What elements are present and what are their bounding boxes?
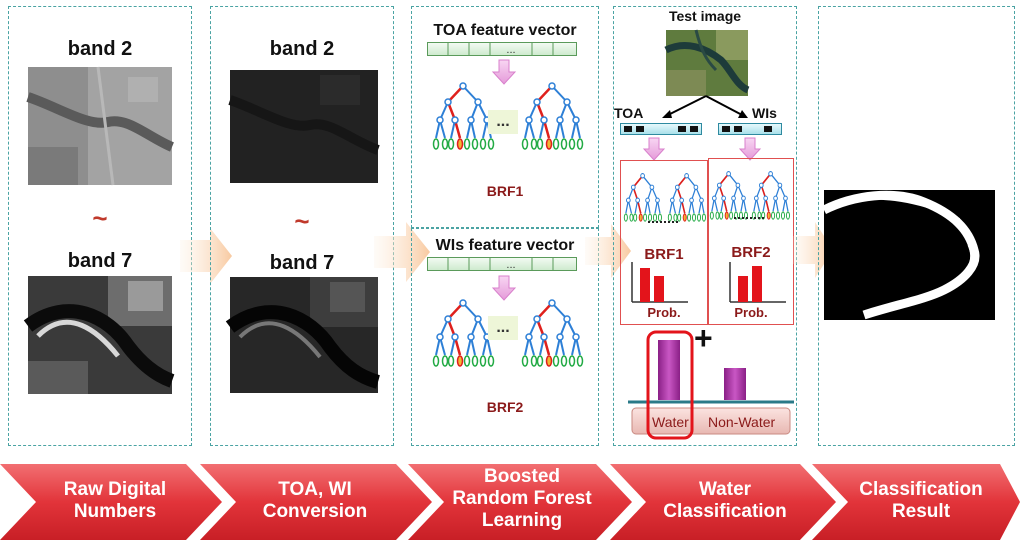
stage-classification-result: Classification Result bbox=[836, 479, 1006, 523]
test-image-label: Test image bbox=[668, 8, 742, 24]
pink-down-arrow-wis bbox=[738, 137, 762, 161]
stage-1-line-2: Numbers bbox=[73, 501, 157, 522]
stage-water-classification: Water Classification bbox=[640, 479, 810, 523]
brf1-ellipsis-box: ... bbox=[488, 110, 518, 134]
stage-chevron-5 bbox=[812, 464, 1020, 540]
stage-4-line-2: Classification bbox=[663, 501, 787, 522]
svg-text:...: ... bbox=[496, 319, 509, 336]
non-water-label: Non-Water bbox=[708, 414, 776, 430]
stage-1-line-1: Raw Digital bbox=[63, 479, 167, 500]
brf1-dotted-line bbox=[648, 221, 678, 223]
band-2-label-converted: band 2 bbox=[269, 38, 335, 60]
stage-2-line-1: TOA, WI bbox=[278, 479, 352, 500]
stage-chevron-1 bbox=[0, 464, 222, 540]
plus-sign: + bbox=[694, 320, 713, 356]
stage-toa-wi-conversion: TOA, WI Conversion bbox=[230, 479, 400, 523]
water-mask-result bbox=[821, 190, 995, 320]
wis-branch-label: WIs bbox=[752, 105, 777, 121]
brf2-prob-chart bbox=[729, 262, 786, 303]
pink-down-arrow-toa bbox=[642, 137, 666, 161]
flow-arrow-1 bbox=[180, 228, 232, 284]
brf1-result-label: BRF1 bbox=[644, 246, 684, 263]
brf2-tree-right bbox=[521, 298, 584, 368]
brf1-prob-label: Prob. bbox=[647, 305, 681, 320]
wis-vector-small bbox=[718, 123, 782, 135]
band-7-label-converted: band 7 bbox=[269, 252, 335, 274]
pink-down-arrow-1 bbox=[491, 59, 517, 85]
stage-boosted-random-forest-learning: Boosted Random Forest Learning bbox=[436, 466, 608, 532]
feature-ellipsis: ... bbox=[506, 44, 515, 56]
stage-chevrons bbox=[0, 464, 1020, 540]
tilde-symbol: ~ bbox=[92, 203, 108, 233]
stage-2-line-2: Conversion bbox=[262, 501, 368, 522]
brf1-tree-right bbox=[521, 81, 584, 151]
band-2-raw-image bbox=[26, 66, 175, 186]
wis-feature-vector-title: WIs feature vector bbox=[435, 237, 575, 254]
feature-ellipsis-2: ... bbox=[506, 259, 515, 271]
combined-prob-chart bbox=[628, 330, 794, 440]
svg-text:...: ... bbox=[496, 113, 509, 130]
stage-5-line-1: Classification bbox=[859, 479, 983, 500]
stage-4-line-1: Water bbox=[698, 479, 752, 500]
band-7-raw-image bbox=[23, 276, 175, 394]
band-7-label: band 7 bbox=[67, 250, 133, 272]
panel-water-classification bbox=[613, 6, 797, 446]
band-2-label: band 2 bbox=[67, 38, 133, 60]
brf1-result-box bbox=[620, 160, 708, 325]
flow-arrow-3 bbox=[585, 224, 631, 278]
brf2-dotted-line bbox=[734, 217, 764, 219]
stage-chevron-3 bbox=[408, 464, 632, 540]
panel-brf1-learning bbox=[411, 6, 599, 228]
toa-branch-label: TOA bbox=[614, 105, 644, 121]
brf2-result-label: BRF2 bbox=[731, 244, 771, 261]
flow-arrow-2 bbox=[374, 222, 430, 282]
stage-3-line-2: Random Forest bbox=[452, 488, 592, 509]
brf2-prob-label: Prob. bbox=[734, 305, 768, 320]
wis-feature-vector-bar: ... bbox=[427, 257, 577, 271]
toa-feature-vector-bar: ... bbox=[427, 42, 577, 56]
test-image bbox=[664, 29, 750, 96]
flow-arrow-4 bbox=[793, 222, 833, 278]
panel-brf2-learning bbox=[411, 228, 599, 446]
split-arrows bbox=[662, 95, 748, 118]
band-7-converted-image bbox=[225, 277, 381, 393]
panel-toa-wi-conversion bbox=[210, 6, 394, 446]
stage-3-line-3: Learning bbox=[481, 510, 563, 531]
stage-chevron-2 bbox=[200, 464, 432, 540]
toa-feature-vector-title: TOA feature vector bbox=[433, 22, 577, 39]
pink-down-arrow-2 bbox=[491, 275, 517, 301]
stage-raw-digital-numbers: Raw Digital Numbers bbox=[30, 479, 200, 523]
stage-5-line-2: Result bbox=[891, 501, 951, 522]
tilde-symbol-converted: ~ bbox=[294, 206, 310, 236]
brf2-ellipsis-box: ... bbox=[488, 316, 518, 340]
brf1-prob-chart bbox=[631, 262, 688, 303]
stage-3-line-1: Boosted bbox=[484, 466, 560, 487]
toa-vector-small bbox=[620, 123, 702, 135]
band-2-converted-image bbox=[228, 70, 380, 183]
stage-chevron-4 bbox=[610, 464, 836, 540]
panel-classification-result bbox=[818, 6, 1015, 446]
brf2-label: BRF2 bbox=[486, 399, 524, 415]
brf1-label: BRF1 bbox=[486, 183, 524, 199]
panel-raw-digital-numbers bbox=[8, 6, 192, 446]
water-label: Water bbox=[652, 414, 689, 430]
